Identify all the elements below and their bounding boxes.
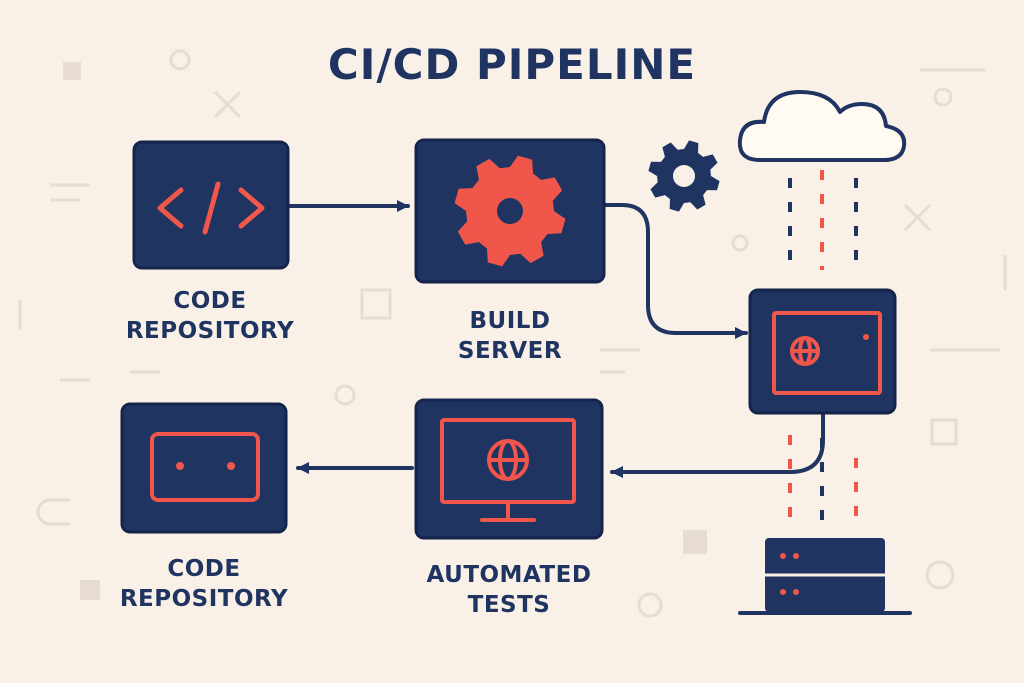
label-automated-tests: AUTOMATED TESTS xyxy=(394,560,624,620)
gear-hub xyxy=(497,198,523,224)
code-brackets-icon xyxy=(157,181,265,235)
label-line: CODE xyxy=(167,556,241,582)
label-code-repository-bottom: CODE REPOSITORY xyxy=(94,554,314,614)
cloud-data-streams xyxy=(788,170,858,270)
connectors xyxy=(287,200,825,478)
node-deploy-server xyxy=(748,288,897,415)
label-code-repository-top: CODE REPOSITORY xyxy=(100,286,320,346)
node-build-server xyxy=(414,138,606,284)
label-build-server: BUILD SERVER xyxy=(400,306,620,366)
cloud-icon xyxy=(737,90,907,162)
storage-device-icon xyxy=(150,432,260,502)
server-data-streams xyxy=(788,435,858,525)
label-line: TESTS xyxy=(467,592,551,618)
node-automated-tests xyxy=(414,398,604,540)
label-line: CODE xyxy=(173,288,247,314)
background-decorations xyxy=(18,49,1007,618)
node-code-repository-top xyxy=(132,140,290,270)
diagram-title: CI/CD PIPELINE xyxy=(327,40,697,89)
label-line: BUILD xyxy=(469,308,551,334)
label-line: REPOSITORY xyxy=(125,318,295,344)
monitor-globe-icon xyxy=(440,418,576,522)
small-gear-icon xyxy=(648,140,720,212)
label-line: REPOSITORY xyxy=(119,586,289,612)
browser-window-globe-icon xyxy=(772,311,882,395)
server-rack-icon xyxy=(738,538,912,615)
arrow-build-to-deploy xyxy=(602,203,748,339)
label-line: AUTOMATED xyxy=(426,562,592,588)
node-code-repository-bottom xyxy=(120,402,288,534)
label-line: SERVER xyxy=(457,338,563,364)
